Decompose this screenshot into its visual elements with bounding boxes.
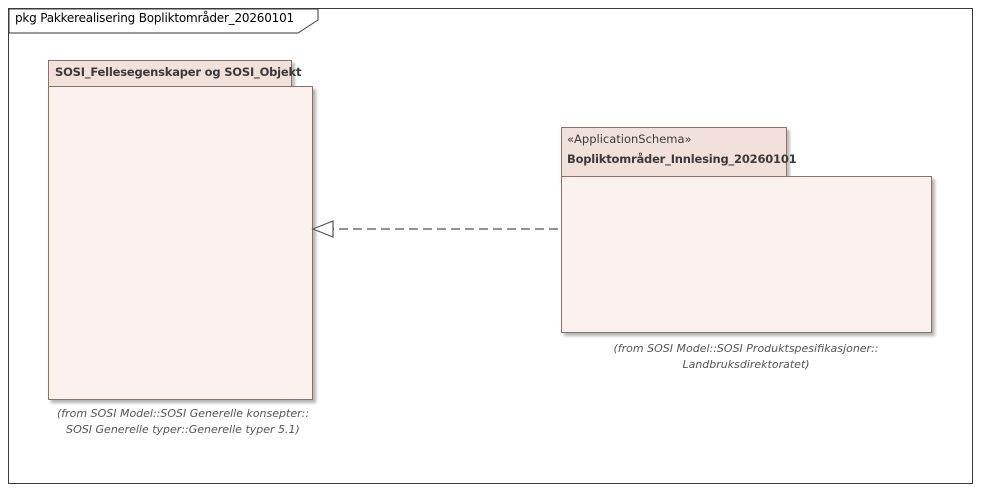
package-name-right: Bopliktområder_Innlesing_20260101 bbox=[567, 152, 797, 166]
diagram-title: pkg Pakkerealisering Bopliktområder_2026… bbox=[15, 11, 294, 25]
package-tab-left[interactable] bbox=[48, 60, 292, 87]
package-stereotype-right: «ApplicationSchema» bbox=[567, 132, 692, 146]
package-body-left[interactable] bbox=[48, 86, 313, 400]
package-source-line2-right: Landbruksdirektoratet) bbox=[682, 358, 810, 371]
package-source-line2-left: SOSI Generelle typer::Generelle typer 5.… bbox=[66, 423, 300, 436]
diagram-frame bbox=[8, 8, 973, 484]
package-body-right[interactable] bbox=[561, 176, 932, 333]
package-source-note-left: (from SOSI Model::SOSI Generelle konsept… bbox=[48, 406, 318, 438]
package-source-line1-right: (from SOSI Model::SOSI Produktspesifikas… bbox=[613, 342, 879, 355]
package-name-left: SOSI_Fellesegenskaper og SOSI_Objekt bbox=[55, 65, 302, 79]
package-source-line1-left: (from SOSI Model::SOSI Generelle konsept… bbox=[56, 407, 310, 420]
realization-arrowhead bbox=[311, 220, 334, 238]
package-source-note-right: (from SOSI Model::SOSI Produktspesifikas… bbox=[586, 341, 906, 373]
